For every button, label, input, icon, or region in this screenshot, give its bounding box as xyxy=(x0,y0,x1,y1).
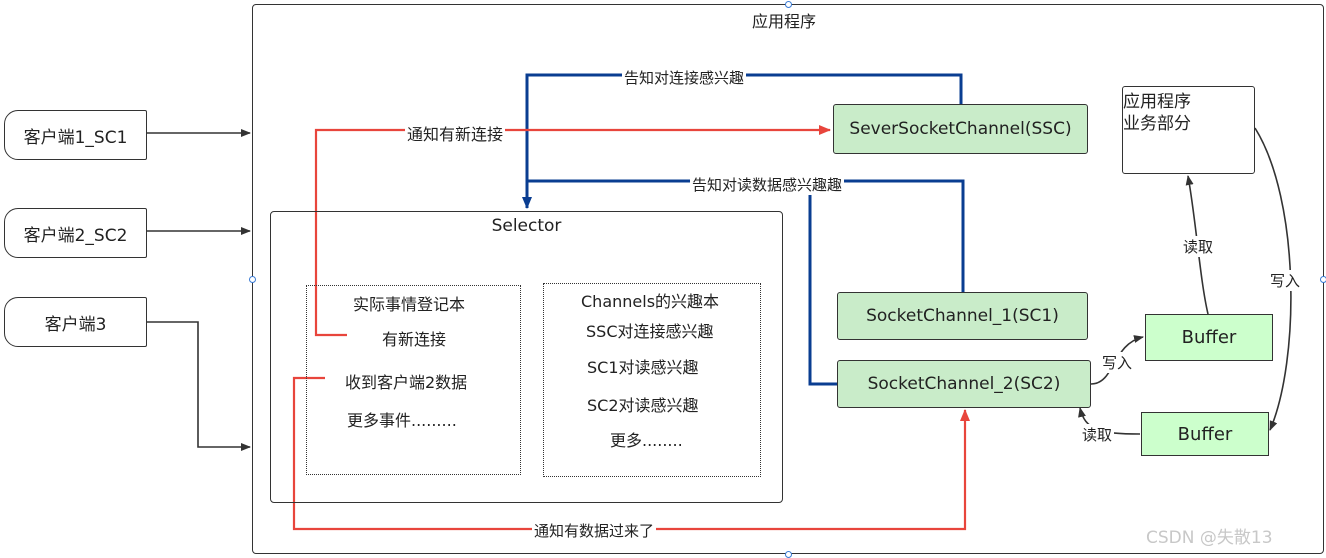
label-read-from-buffer-bottom: 读取 xyxy=(1080,424,1115,445)
socket-channel-2-label: SocketChannel_2(SC2) xyxy=(867,374,1061,394)
server-socket-channel-box: SeverSocketChannel(SSC) xyxy=(833,104,1088,154)
buffer-top-label: Buffer xyxy=(1181,327,1237,348)
label-notify-connect-interest: 告知对连接感兴趣 xyxy=(622,67,747,88)
interest-more: 更多........ xyxy=(610,431,683,450)
interest-ssc: SSC对连接感兴趣 xyxy=(586,322,714,341)
client-2-box: 客户端2_SC2 xyxy=(4,208,147,258)
label-read-from-buffer-top: 读取 xyxy=(1181,236,1216,257)
business-line-1: 应用程序 xyxy=(1123,92,1191,112)
buffer-bottom-box: Buffer xyxy=(1141,412,1269,456)
selection-handle-left[interactable] xyxy=(249,276,256,283)
interest-sc1: SC1对读感兴趣 xyxy=(587,358,699,377)
client3-arrow xyxy=(147,321,251,451)
socket-channel-1-box: SocketChannel_1(SC1) xyxy=(837,292,1088,340)
watermark: CSDN @失散13 xyxy=(1146,528,1273,548)
selector-title: Selector xyxy=(491,216,562,236)
client-3-box: 客户端3 xyxy=(4,297,147,347)
client-3-label: 客户端3 xyxy=(44,314,107,335)
business-line-2: 业务部分 xyxy=(1123,114,1191,134)
event-registry-box xyxy=(306,285,521,475)
data-arrival-line xyxy=(292,376,970,531)
new-connection-line xyxy=(314,125,831,337)
label-notify-new-connection: 通知有新连接 xyxy=(405,121,506,145)
label-notify-read-interest: 告知对读数据感兴趣趣 xyxy=(690,174,845,195)
interest-book-title: Channels的兴趣本 xyxy=(581,292,720,311)
client-2-label: 客户端2_SC2 xyxy=(23,225,128,246)
event-new-connection: 有新连接 xyxy=(382,330,447,349)
socket-channel-1-label: SocketChannel_1(SC1) xyxy=(866,306,1059,326)
business-logic-box: 应用程序 业务部分 xyxy=(1122,86,1255,174)
sc1-register-line xyxy=(527,179,965,292)
selection-handle-top[interactable] xyxy=(785,1,792,8)
server-socket-channel-label: SeverSocketChannel(SSC) xyxy=(849,119,1072,139)
event-registry-title: 实际事情登记本 xyxy=(353,295,466,314)
label-write-to-buffer-bottom: 写入 xyxy=(1268,270,1303,291)
application-title: 应用程序 xyxy=(752,12,817,31)
selection-handle-right[interactable] xyxy=(1320,276,1326,283)
interest-book-box xyxy=(543,283,761,477)
buffer-top-box: Buffer xyxy=(1145,314,1273,361)
label-notify-data-arrival: 通知有数据过来了 xyxy=(532,520,657,541)
event-more: 更多事件......... xyxy=(347,411,457,430)
selector-box: Selector xyxy=(270,211,783,503)
socket-channel-2-box: SocketChannel_2(SC2) xyxy=(837,360,1091,408)
buffer-bottom-label: Buffer xyxy=(1177,423,1233,445)
event-client2-data: 收到客户端2数据 xyxy=(345,373,468,392)
client-1-box: 客户端1_SC1 xyxy=(4,110,147,160)
client-1-label: 客户端1_SC1 xyxy=(23,127,128,148)
label-write-to-buffer: 写入 xyxy=(1100,352,1135,373)
sc2-register-line xyxy=(808,182,837,386)
interest-sc2: SC2对读感兴趣 xyxy=(587,396,699,415)
